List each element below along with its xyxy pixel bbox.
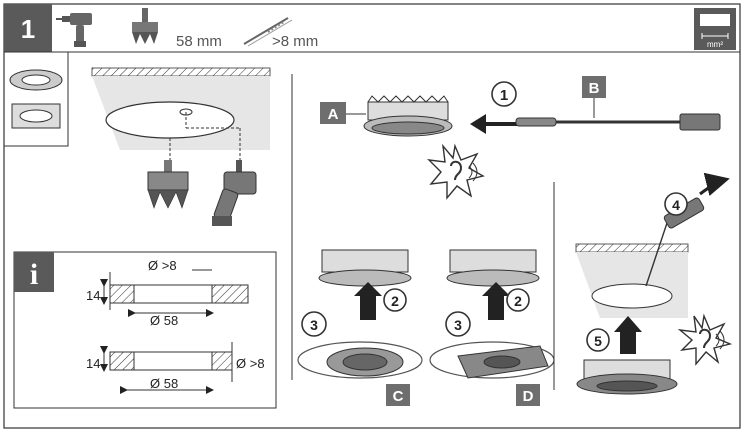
header-bar: 1 58 mm >8 mm [4,4,740,53]
step3a-circle [301,311,327,337]
label-a: A [328,106,339,123]
info-badge [14,252,54,292]
twist-arc-c [297,341,423,379]
cable-length-label: >8 mm [272,33,318,50]
label-d: D [523,388,534,405]
step2b-label: 2 [514,293,522,309]
cutout-section-top [100,269,249,317]
step3a-label: 3 [310,317,318,333]
label-d-badge [516,384,540,406]
step5-circle [586,328,610,352]
ceiling-drilling-scene [91,67,271,226]
connector-cable-b [515,113,721,131]
info-box: i 14 Ø >8 Ø 58 14 Ø >8 Ø 58 [13,251,277,409]
supply-cable [645,219,669,287]
label-a-badge [320,102,346,124]
step4-circle [664,192,688,216]
wire-unit-label: mm² [707,40,723,49]
step3b-circle [445,311,471,337]
hole-saw-icon [132,8,158,44]
label-b-badge [582,76,606,98]
cutout-section-bottom [100,342,233,394]
step-number-badge [4,4,52,52]
step1-label: 1 [500,87,508,104]
top-thickness-label: 14 [86,288,100,303]
step2a-circle [383,288,407,312]
fixture-a [363,95,453,137]
cutout-circle [105,101,235,139]
label-b: B [589,80,600,97]
insert-arrow [614,316,642,354]
bottom-gap-label: Ø >8 [236,356,265,371]
step3b-label: 3 [454,317,462,333]
round-ring-thumbnail [9,69,63,91]
bottom-diameter-label: Ø 58 [150,376,178,391]
square-ring-thumbnail [11,103,61,129]
step2b-circle [506,288,530,312]
step-number: 1 [21,14,35,44]
bottom-thickness-label: 14 [86,356,100,371]
push-up-arrow-c [354,282,382,320]
fixture-installed [576,359,678,395]
ceiling-insert-scene: 4 5 [575,172,733,395]
step5-label: 5 [594,333,602,349]
connection-scene: A 1 B [320,76,721,200]
power-drill-tool [212,160,257,226]
fixture-variants-box [3,51,69,147]
ring-attach-round: 2 3 C [297,249,423,406]
drill-icon [56,13,92,47]
wire-cross-section-icon [694,8,736,50]
click-sound-icon-2 [677,313,733,366]
pull-arrow [699,172,730,197]
top-gap-label: Ø >8 [148,258,177,273]
outer-frame [3,3,741,429]
hole-saw-tool [147,160,189,209]
cutout-diameter-label: 58 mm [176,33,222,50]
push-up-arrow-d [482,282,510,320]
connect-arrow [470,114,520,134]
click-sound-icon [427,143,485,200]
top-diameter-label: Ø 58 [150,313,178,328]
step4-label: 4 [672,197,680,213]
label-c: C [393,388,404,405]
label-c-badge [386,384,410,406]
wire-stripper-icon [243,17,293,47]
step2a-label: 2 [391,293,399,309]
info-symbol: i [30,258,38,291]
ring-attach-square: 2 3 D [429,249,555,406]
ceiling-hole [591,283,673,309]
step1-circle [491,81,517,107]
